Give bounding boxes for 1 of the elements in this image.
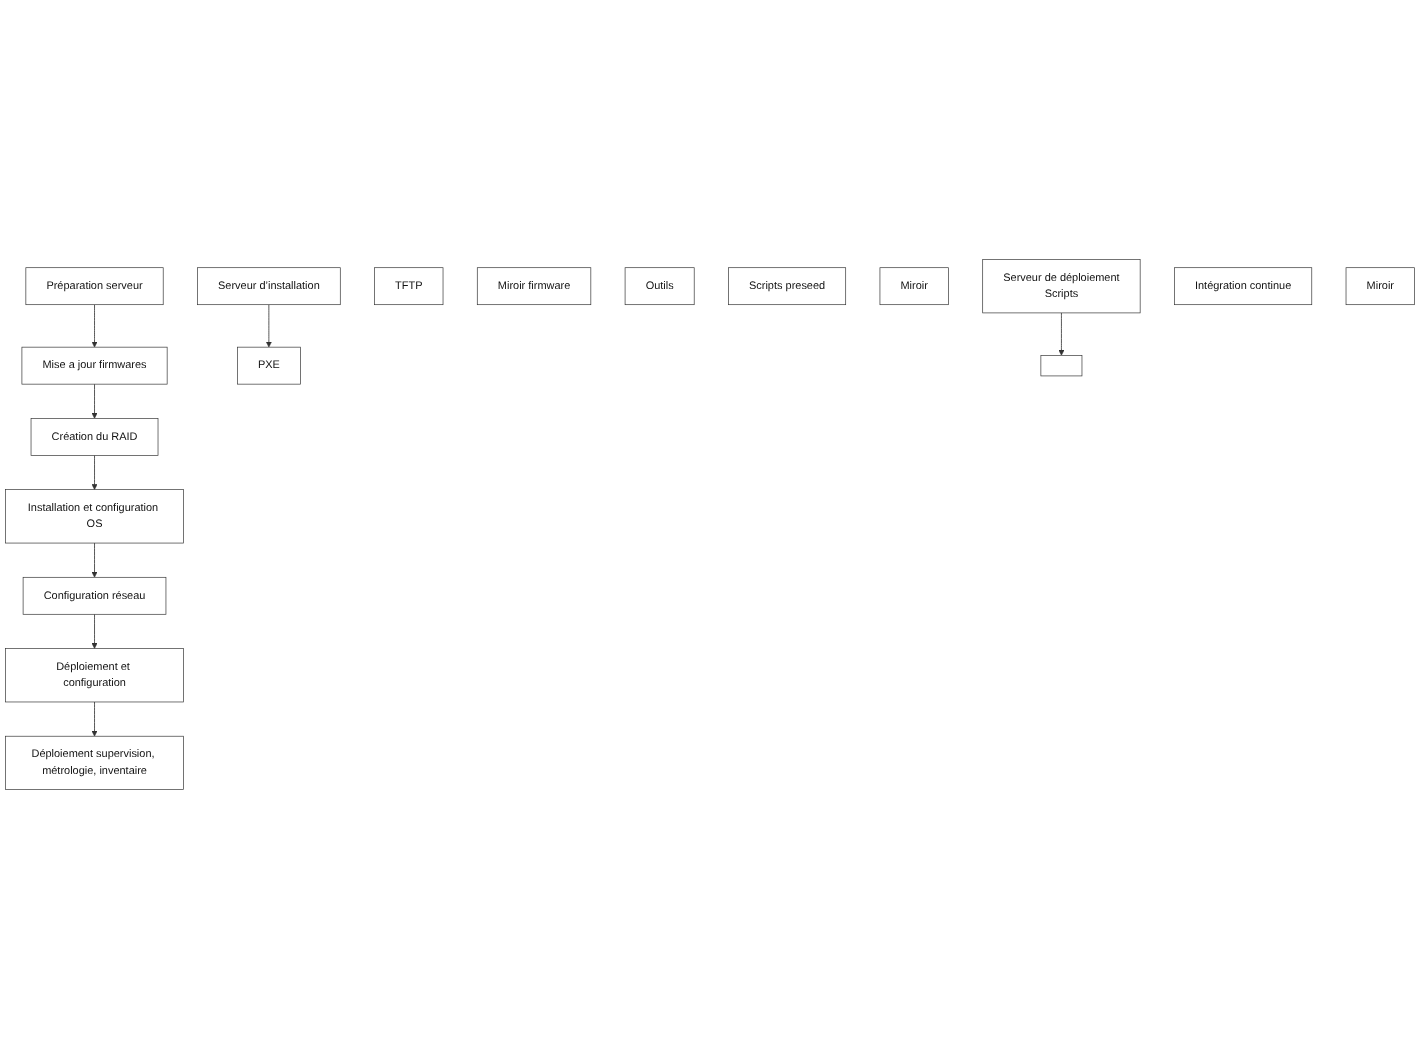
node-box — [1040, 354, 1083, 376]
